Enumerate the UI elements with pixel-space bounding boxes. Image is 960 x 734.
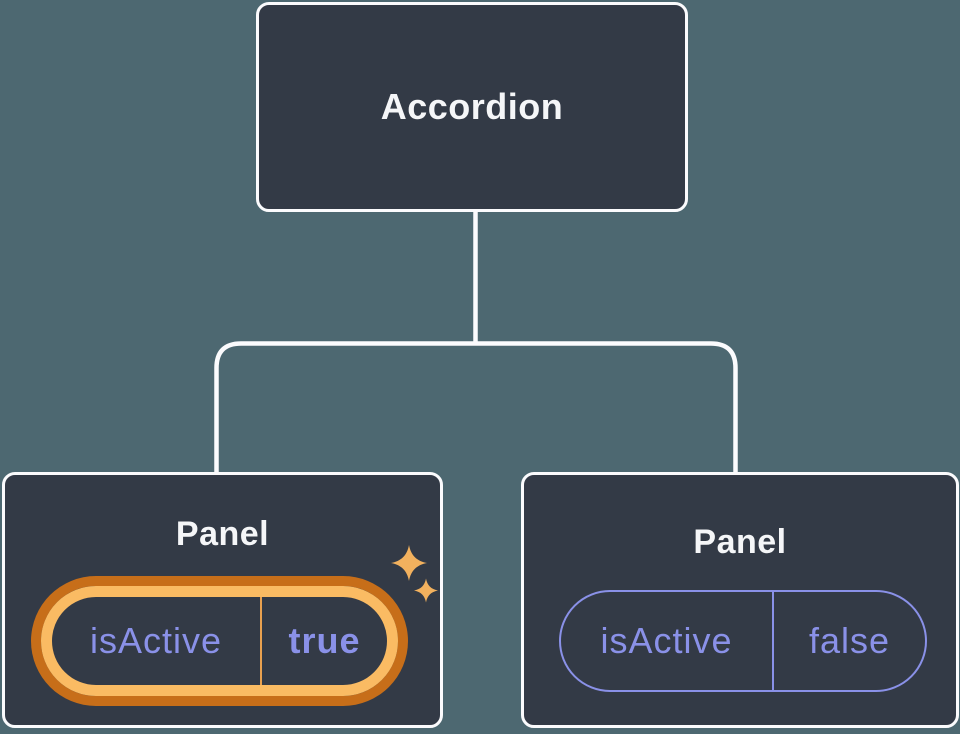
prop-value: true — [288, 620, 361, 661]
prop-name-segment: isActive — [561, 592, 772, 690]
isactive-prop-pill-highlighted: isActive true — [41, 586, 398, 696]
prop-value-segment: false — [774, 592, 925, 690]
prop-name: isActive — [600, 620, 733, 661]
sparkles-icon — [391, 545, 427, 581]
sparkle-icon-small — [414, 578, 438, 603]
prop-name: isActive — [89, 620, 223, 661]
prop-name-segment: isActive — [52, 597, 260, 685]
connector-branch — [214, 341, 738, 474]
panel-node-title: Panel — [175, 515, 270, 553]
prop-value: false — [808, 620, 891, 661]
accordion-node-title: Accordion — [380, 86, 564, 127]
prop-value-segment: true — [262, 597, 387, 685]
accordion-node: Accordion — [256, 2, 688, 212]
panel-node-title: Panel — [693, 523, 787, 561]
panel-node-active: Panel isActive true — [2, 472, 443, 728]
pill-divider — [260, 597, 262, 685]
panel-node-inactive: Panel isActive false — [521, 472, 959, 728]
isactive-prop-pill: isActive false — [559, 590, 927, 692]
pill-divider — [772, 592, 774, 690]
